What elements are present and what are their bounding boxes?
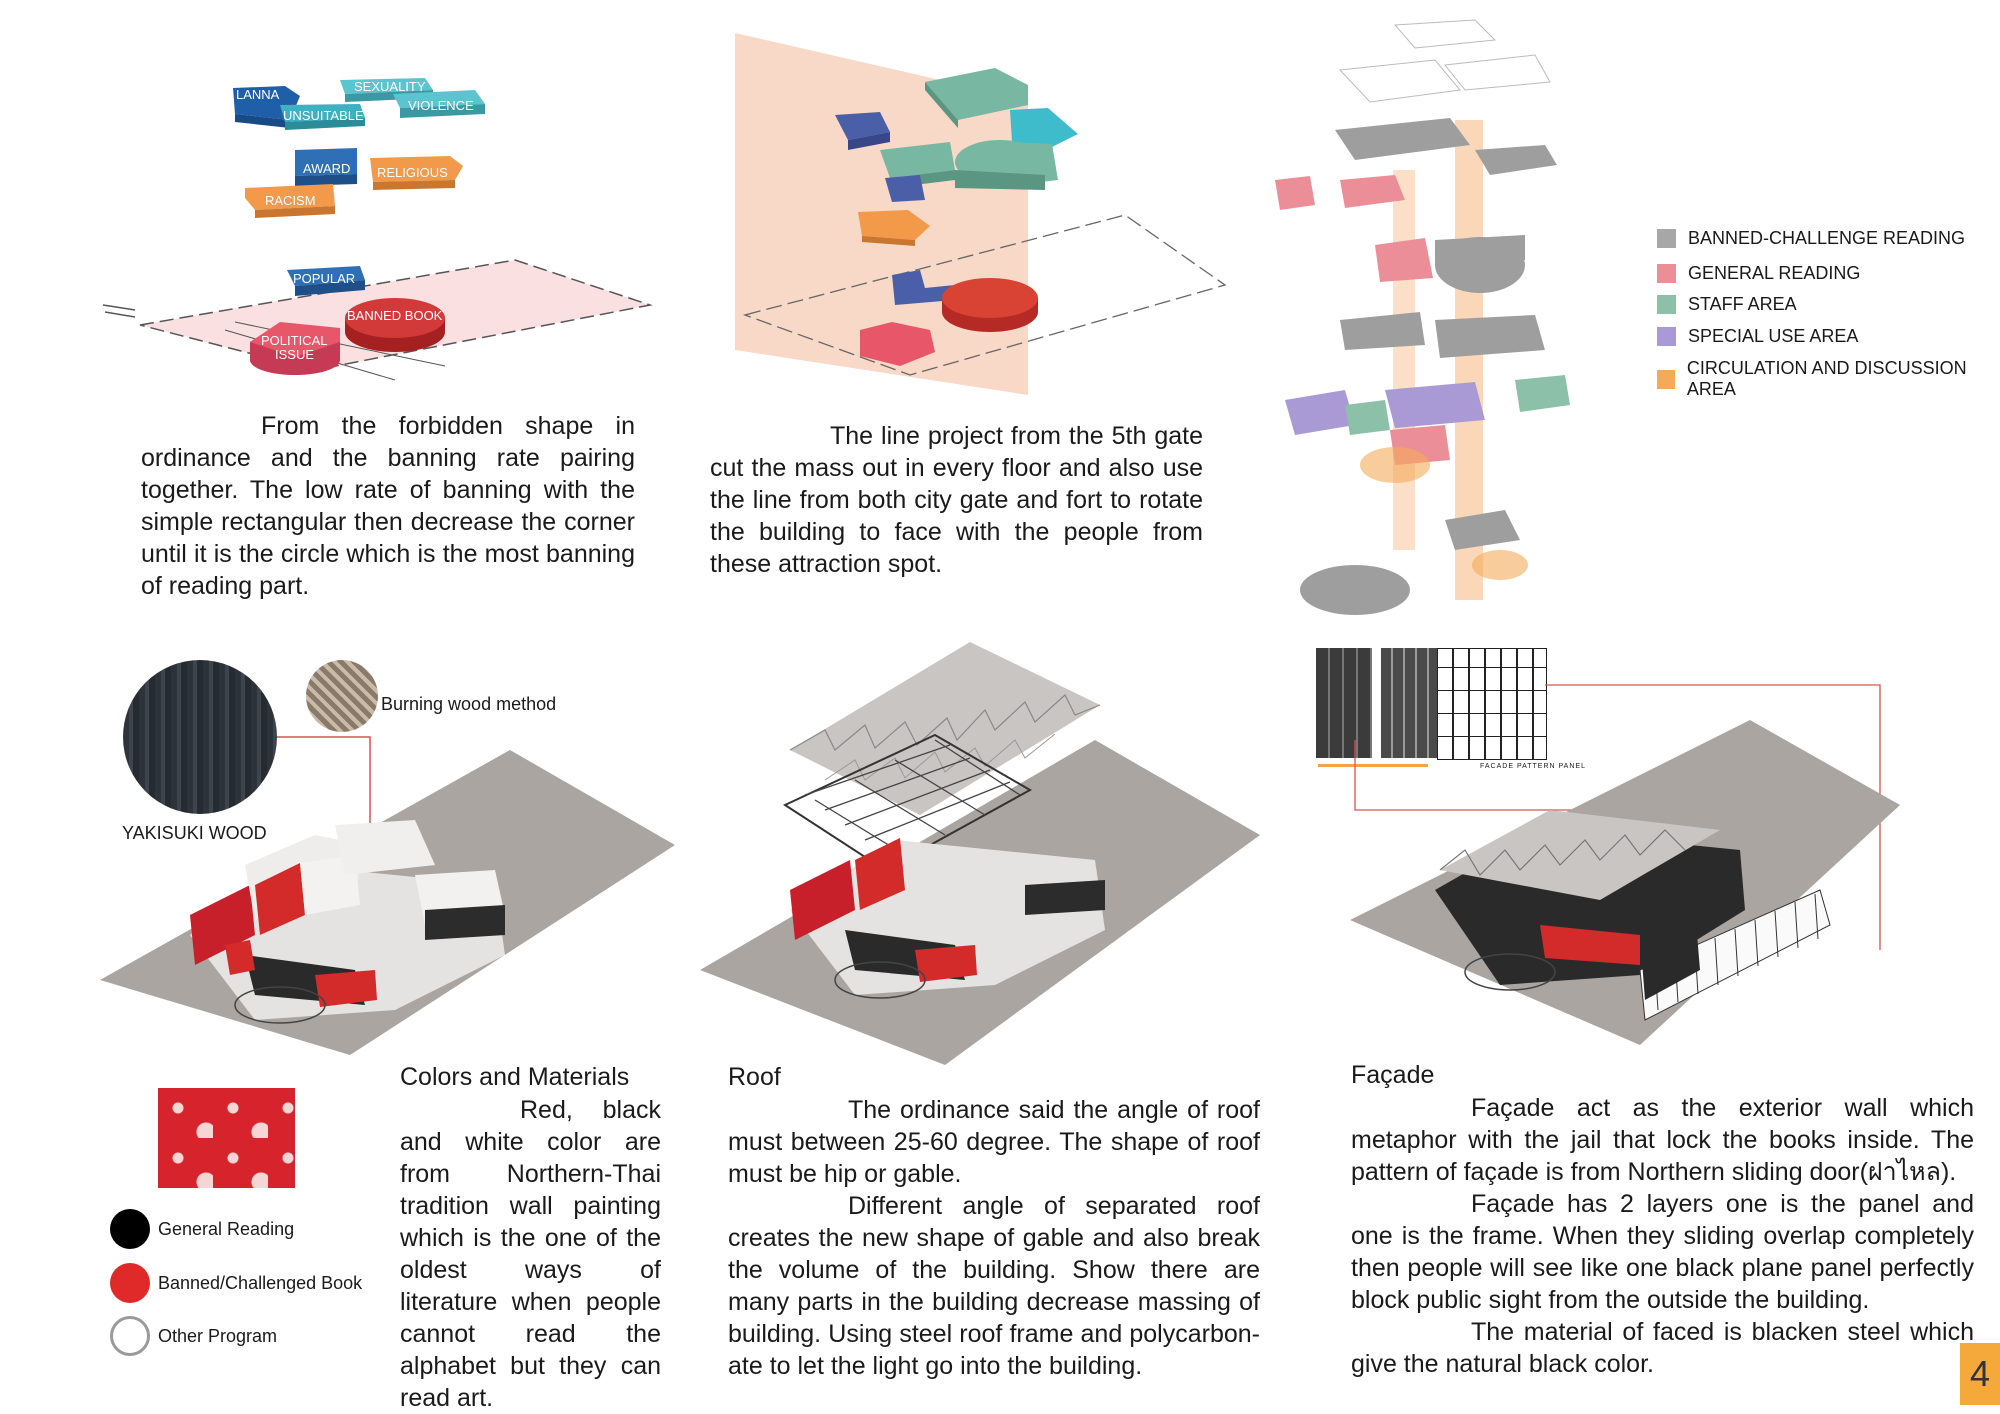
legend-label: GENERAL READING: [1688, 263, 1861, 283]
block-racism: [245, 184, 335, 218]
block-religious: [370, 156, 463, 190]
legend-item-general: GENERAL READING: [1657, 263, 1860, 284]
label-award: AWARD: [303, 161, 350, 176]
legend-item-circulation: CIRCULATION AND DISCUSSION AREA: [1657, 358, 2000, 400]
mass-pink: [860, 322, 935, 366]
label-banned-book: BANNED BOOK: [347, 308, 443, 323]
building-colors-materials: [100, 750, 675, 1055]
mass-green-top: [925, 68, 1028, 128]
colors-materials-heading: Colors and Materials: [400, 1063, 630, 1091]
projection-description-text: The line project from the 5th gate cut t…: [710, 422, 1203, 578]
mass-green-right: [955, 140, 1058, 190]
label-lanna: LANNA: [236, 87, 280, 102]
exploded-axonometric: [1275, 19, 1570, 615]
legend-swatch: [1657, 295, 1676, 314]
block-unsuitable: [280, 104, 365, 130]
page-number: 4: [1960, 1343, 2000, 1405]
red-pattern-swatch: [158, 1088, 295, 1188]
label-sexuality: SEXUALITY: [354, 79, 426, 94]
legend-dot-label: Other Program: [158, 1325, 278, 1346]
legend-dot-ring: [110, 1316, 150, 1356]
building-facade: [1350, 684, 1900, 1045]
projection-diagram: [735, 33, 1227, 395]
burning-wood-label: Burning wood method: [381, 694, 557, 714]
roof-text: The ordinance said the angle of roof mus…: [728, 1094, 1260, 1382]
label-political: POLITICAL: [261, 333, 327, 348]
facade-panel-pattern: [1437, 648, 1547, 760]
legend-dot-label: General Reading: [158, 1218, 295, 1239]
legend-dot-black: [110, 1209, 150, 1249]
legend-banned-book: Banned/Challenged Book: [110, 1263, 362, 1303]
label-racism: RACISM: [265, 193, 316, 208]
legend-general-reading: General Reading: [110, 1209, 294, 1249]
legend-dot-red: [110, 1263, 150, 1303]
label-unsuitable: UNSUITABLE: [283, 108, 364, 123]
mass-navy-2: [885, 175, 925, 202]
facade-paragraph-3: The material of faced is blacken steel w…: [1351, 1318, 1974, 1378]
facade-paragraph-2: Façade has 2 layers one is the panel and…: [1351, 1190, 1974, 1314]
roof-heading: Roof: [728, 1063, 781, 1091]
facade-paragraph-1: Façade act as the exterior wall which me…: [1351, 1094, 1974, 1186]
floor-1: [1275, 118, 1557, 210]
building-mass: [190, 820, 505, 1024]
legend-swatch: [1657, 327, 1676, 346]
red-volume: [255, 863, 305, 935]
form-description: From the forbidden shape in ordinance an…: [141, 410, 635, 602]
mass-navy-1: [835, 112, 890, 150]
label-popular: POPULAR: [293, 271, 355, 286]
form-diagram: LANNA SEXUALITY VIOLENCE UNSUITABLE AWAR…: [102, 78, 653, 381]
facade-panel-arrow: [1318, 764, 1428, 767]
mass-orange: [858, 210, 930, 246]
legend-label: STAFF AREA: [1688, 294, 1797, 314]
mass-red-circle: [942, 278, 1038, 332]
legend-swatch: [1657, 369, 1675, 389]
mass-teal: [1010, 108, 1078, 148]
legend-swatch: [1657, 229, 1676, 248]
site-outline: [742, 214, 1227, 376]
yakisuki-wood-label: YAKISUKI WOOD: [122, 823, 267, 843]
building-roof: [700, 642, 1260, 1065]
facade-leader-line: [1545, 684, 1881, 950]
roof-paragraph-2: Different angle of separated roof create…: [728, 1192, 1260, 1380]
label-issue: ISSUE: [275, 347, 314, 362]
roof-paragraph-1: The ordinance said the angle of roof mus…: [728, 1096, 1260, 1188]
colors-materials-text: Red, black and white color are from Nort…: [400, 1094, 661, 1414]
label-religious: RELIGIOUS: [377, 165, 448, 180]
legend-swatch: [1657, 264, 1676, 283]
burning-wood-photo: [306, 660, 378, 732]
label-violence: VIOLENCE: [408, 98, 474, 113]
roof-panels: [789, 642, 1101, 815]
colors-materials-paragraph: Red, black and white color are from Nort…: [400, 1096, 661, 1412]
block-banned-book: [345, 298, 445, 352]
floor-2: [1340, 235, 1525, 350]
roof-frame: [782, 733, 1033, 872]
legend-item-banned: BANNED-CHALLENGE READING: [1657, 228, 1965, 249]
projection-description: The line project from the 5th gate cut t…: [710, 420, 1203, 580]
facade-panel-caption: FACADE PATTERN PANEL: [1480, 763, 1586, 770]
block-popular: [287, 266, 365, 296]
block-award: [295, 148, 357, 186]
block-political-issue: [250, 322, 340, 375]
legend-label: SPECIAL USE AREA: [1688, 326, 1859, 346]
form-description-text: From the forbidden shape in ordinance an…: [141, 412, 635, 600]
facade-heading: Façade: [1351, 1061, 1435, 1089]
block-violence: [393, 90, 485, 118]
building-mass: [790, 838, 1105, 999]
legend-dot-label: Banned/Challenged Book: [158, 1272, 363, 1293]
mass-navy-3: [892, 270, 955, 305]
facade-panel-mid: [1381, 648, 1437, 758]
floor-4: [1300, 510, 1528, 615]
legend-label: BANNED-CHALLENGE READING: [1688, 228, 1966, 248]
facade-frame: [1639, 889, 1831, 1021]
floor-3: [1285, 315, 1570, 483]
facade-panel-dark: [1316, 648, 1372, 758]
legend-other-program: Other Program: [110, 1316, 277, 1356]
legend-item-staff: STAFF AREA: [1657, 294, 1797, 315]
yakisuki-wood-sample: [123, 660, 277, 814]
facade-text: Façade act as the exterior wall which me…: [1351, 1092, 1974, 1380]
legend-item-special: SPECIAL USE AREA: [1657, 326, 1858, 347]
legend-label: CIRCULATION AND DISCUSSION AREA: [1686, 358, 1967, 399]
